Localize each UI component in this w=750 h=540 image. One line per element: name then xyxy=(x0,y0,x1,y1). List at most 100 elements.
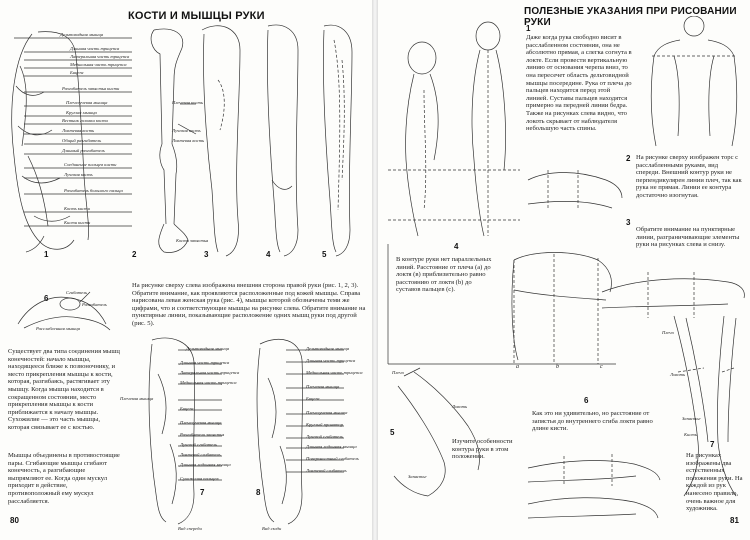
fig1-label: Плечелучевая мышца xyxy=(66,100,108,105)
fig7-label: Разгибатели запястья xyxy=(180,432,225,437)
book-gutter xyxy=(372,0,378,540)
point-c: c xyxy=(600,364,603,370)
left-paragraph-muscle-joints: Существует два типа соединения мышц коне… xyxy=(8,348,120,431)
figure-5-bent-arm xyxy=(393,367,480,497)
fig7-label: Кисть xyxy=(684,432,697,437)
fig7-label: Локоть xyxy=(670,372,686,377)
figure-number-6: 6 xyxy=(584,396,589,405)
figure-number-4: 4 xyxy=(454,242,459,251)
fig7-label: Запястье xyxy=(682,416,701,421)
figure-number-8: 8 xyxy=(256,488,261,497)
fig1-label: Разгибатель запястья кисти xyxy=(62,86,120,91)
left-intro-paragraph: На рисунке сверху слева изображена внешн… xyxy=(132,282,366,327)
fig7-label: Лучевой сгибатель xyxy=(180,442,218,447)
figure-number-5: 5 xyxy=(390,428,395,437)
figure-8-arm-back xyxy=(256,339,344,525)
fig1-label: Длинный разгибатель xyxy=(62,148,105,153)
fig8-label: Лучевой сгибатель xyxy=(306,434,344,439)
fig2-label: Лучевая кость xyxy=(172,128,201,133)
fig1-label: Локтевая кость xyxy=(62,128,95,133)
fig5-label: Запястье xyxy=(408,474,427,479)
step-4-text: В контуре руки нет параллельных линий. Р… xyxy=(396,256,492,294)
step-7-text: На рисунках изображены два естественных … xyxy=(686,452,743,513)
figure-3-arm-outline xyxy=(201,25,241,257)
fig6-label: Сгибатель xyxy=(66,290,88,295)
page-number-right: 81 xyxy=(730,516,739,525)
fig7-label: Длинная ладонная мышца xyxy=(180,462,231,467)
fig7-label: Длинная часть трицепса xyxy=(180,360,230,365)
fig8-label: Круглый пронатор xyxy=(306,422,343,427)
fig1-label: Латеральная часть трицепса xyxy=(70,54,130,59)
point-b: b xyxy=(556,364,559,370)
step-5-text: Изучите особенности контура руки в этом … xyxy=(452,438,513,461)
fig2-label: Плечевая кость xyxy=(172,100,203,105)
figure-number-2: 2 xyxy=(132,250,137,259)
step-3-text: Обратите внимание на пунктирные линии, р… xyxy=(636,226,740,249)
point-a: a xyxy=(516,364,519,370)
fig1-label: Дельтовидная мышца xyxy=(60,32,104,37)
left-paragraph-muscle-pairs: Мышцы объединены в противостоящие пары. … xyxy=(8,452,120,505)
fig8-caption: Вид сзади xyxy=(262,526,282,531)
fig2-label: Локтевая кость xyxy=(172,138,205,143)
figure-7-arm-front xyxy=(148,337,222,525)
figure-number-5: 5 xyxy=(322,250,327,259)
fig7-label: Бицепс xyxy=(180,406,194,411)
fig1-label: Общий разгибатель xyxy=(62,138,102,143)
fig8-label: Дельтовидная мышца xyxy=(306,346,350,351)
step-2-text: На рисунке сверху изображен торс с рассл… xyxy=(636,154,742,199)
step-1-text: Даже когда рука свободно висит в расслаб… xyxy=(526,34,632,133)
figure-1-label-lines xyxy=(14,37,132,227)
fig8-label: Плечелучевая мышца xyxy=(306,410,348,415)
fig1-label: Кисти кисти xyxy=(64,220,91,225)
fig7-label: Дельтовидная мышца xyxy=(186,346,230,351)
fig2-label: Кости запястья xyxy=(176,238,209,243)
figure-number-4: 4 xyxy=(266,250,271,259)
fig1-label: Кость кисти xyxy=(64,206,90,211)
figure-5-dashed-arm xyxy=(323,24,353,257)
fig7-label: Латеральная часть трицепса xyxy=(180,370,240,375)
fig7-caption: Вид спереди xyxy=(178,526,202,531)
fig8-label: Локтевой сгибатель xyxy=(306,468,347,473)
fig8-label: Бицепс xyxy=(306,396,320,401)
figure-number-1: 1 xyxy=(526,24,531,33)
figure-number-7: 7 xyxy=(200,488,205,497)
figure-3-extended-arm xyxy=(601,272,745,318)
fig7-label: Плечо xyxy=(662,330,674,335)
fig7-label: Медиальная часть трицепса xyxy=(180,380,237,385)
fig7-label: Плечевая мышца xyxy=(120,396,154,401)
figure-1-side-view-figures xyxy=(388,21,520,237)
right-page: ПОЛЕЗНЫЕ УКАЗАНИЯ ПРИ РИСОВАНИИ РУКИ 1 Д… xyxy=(378,0,750,540)
left-page: КОСТИ И МЫШЦЫ РУКИ Дельтовидная мышца xyxy=(0,0,372,540)
figure-2-arm-bones xyxy=(150,28,197,253)
figure-4-female-arm xyxy=(267,24,299,257)
figure-4-arm-proportions xyxy=(387,244,616,365)
figure-6-bent-arm xyxy=(17,291,111,331)
figure-6-forearm-hand xyxy=(527,454,661,519)
fig1-label: Разгибатель большого пальца xyxy=(64,188,123,193)
fig1-label: Соединение пальцев кисти xyxy=(64,162,117,167)
fig1-label: Вестник головки кости xyxy=(62,118,108,123)
figure-number-3: 3 xyxy=(204,250,209,259)
fig8-label: Поверхностный сгибатель xyxy=(306,456,359,461)
fig8-label: Длинная ладонная мышца xyxy=(306,444,357,449)
figure-7-two-arms xyxy=(673,315,737,497)
figure-1-muscle-arm xyxy=(11,31,89,253)
fig6-label: Расслабленная мышца xyxy=(36,326,81,331)
fig1-label: Круглая мышца xyxy=(66,110,97,115)
fig1-label: Медиальная часть трицепса xyxy=(70,62,127,67)
fig7-label: Сухожилия пальцев xyxy=(180,476,219,481)
fig8-label: Длинная часть трицепса xyxy=(306,358,356,363)
fig6-label: Разгибатель xyxy=(82,302,107,307)
left-page-title: КОСТИ И МЫШЦЫ РУКИ xyxy=(128,10,265,22)
fig7-label: Плечелучевая мышца xyxy=(180,420,222,425)
fig1-label: Длинная часть трицепса xyxy=(70,46,120,51)
figure-number-7: 7 xyxy=(710,440,715,449)
fig1-label: Лучевая кость xyxy=(64,172,93,177)
right-page-title: ПОЛЕЗНЫЕ УКАЗАНИЯ ПРИ РИСОВАНИИ РУКИ xyxy=(524,6,737,28)
fig1-label: Бицепс xyxy=(70,70,84,75)
fig7-label: Локтевой сгибатель xyxy=(180,452,221,457)
figure-3-bent-arm xyxy=(527,170,623,210)
figure-number-3: 3 xyxy=(626,218,631,227)
fig5-label: Локоть xyxy=(452,404,468,409)
